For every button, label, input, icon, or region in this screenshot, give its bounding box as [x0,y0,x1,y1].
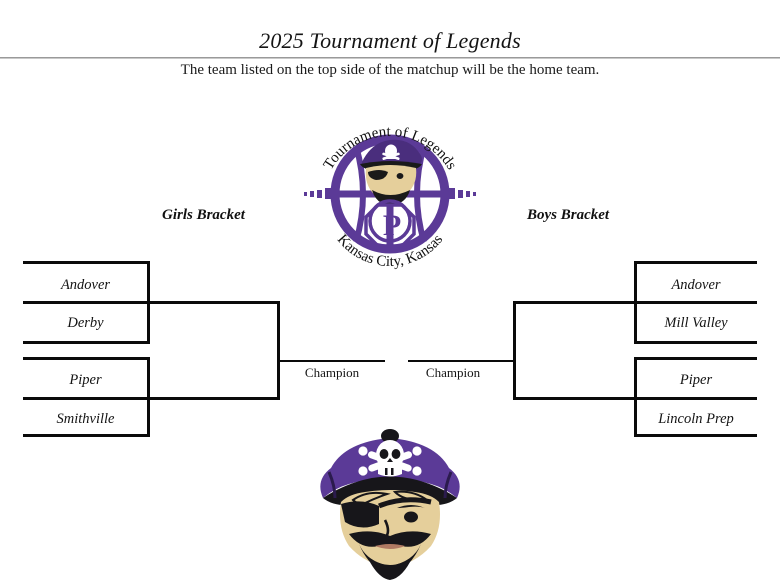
boys-team-slot-4[interactable]: Lincoln Prep [658,411,734,427]
girls-slot1-top-line [23,261,150,264]
basketball-seam-left [353,145,366,243]
boys-champion-label: Champion [425,365,481,380]
boys-team-slot-2[interactable]: Mill Valley [664,315,728,331]
girls-advance-line-bottom [147,397,280,400]
girls-slot2-bottom-line [23,341,150,344]
boys-slot3-top-line [634,357,757,360]
boys-final-connector [513,301,516,400]
logo-dash-accents [304,188,476,199]
boys-slot2-bottom-line [634,341,757,344]
pirate-eye [404,511,418,523]
boys-champion-line [408,360,516,362]
boys-team-slot-3[interactable]: Piper [679,372,713,388]
page-title: 2025 Tournament of Legends [259,28,521,53]
pirate-hat-button [381,429,399,443]
page-subtitle: The team listed on the top side of the m… [180,62,600,78]
girls-slot1-bottom-line [23,301,150,304]
basketball-outline [330,134,450,254]
boys-advance-line-bottom [513,397,637,400]
pirate-mascot [305,428,475,580]
boys-team-slot-1[interactable]: Andover [671,277,721,293]
boys-slot3-bottom-line [634,397,757,400]
logo-monogram-letter: P [383,209,401,242]
girls-final-connector [277,301,280,400]
logo-pirate-head [360,139,422,206]
tournament-logo: Tournament of Legends Kansas City, Kansa… [300,108,480,276]
girls-team-slot-2[interactable]: Derby [67,315,104,331]
girls-bracket-heading: Girls Bracket [162,207,245,223]
girls-team-slot-1[interactable]: Andover [60,277,111,293]
girls-slot3-bottom-line [23,397,150,400]
title-divider [0,57,780,59]
pirate-moustache [349,531,431,547]
girls-slot3-top-line [23,357,150,360]
girls-slot4-bottom-line [23,434,150,437]
logo-skull-icon [382,144,400,160]
girls-team-slot-4[interactable]: Smithville [56,411,115,427]
pirate-mouth [375,544,405,549]
girls-champion-line [277,360,385,362]
skull-and-crossbones-icon [358,440,422,477]
girls-champion-label: Champion [304,365,360,380]
boys-bracket-heading: Boys Bracket [527,207,610,223]
boys-slot1-top-line [634,261,757,264]
logo-monogram: P [364,199,416,248]
basketball-seam-right [414,145,427,243]
girls-advance-line-top [147,301,280,304]
boys-slot4-bottom-line [634,434,757,437]
girls-team-slot-3[interactable]: Piper [69,372,102,388]
boys-slot1-bottom-line [634,301,757,304]
boys-advance-line-top [513,301,637,304]
pirate-eye-patch [341,497,432,528]
